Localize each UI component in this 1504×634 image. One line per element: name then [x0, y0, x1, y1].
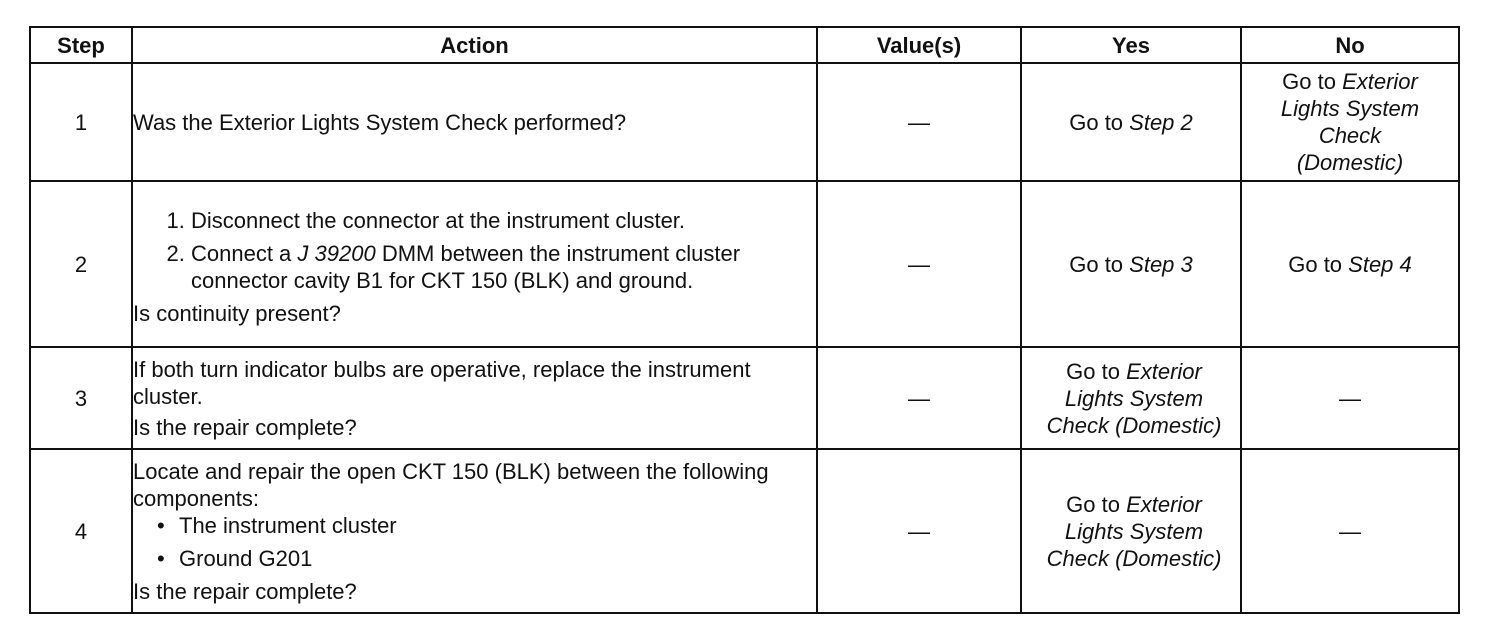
no-cell: Go to Step 4: [1240, 180, 1460, 348]
no-cell: —: [1240, 346, 1460, 450]
yes-prefix: Go to: [1066, 358, 1127, 384]
action-cell: Disconnect the connector at the instrume…: [131, 180, 818, 348]
no-link: Step 4: [1348, 251, 1412, 277]
tool-name: J 39200: [297, 241, 376, 266]
list-item-text: Ground G201: [179, 545, 313, 571]
action-step: Connect a J 39200 DMM between the instru…: [191, 240, 816, 294]
header-row: Step Action Value(s) Yes No: [29, 26, 1460, 64]
value-cell: —: [816, 346, 1022, 450]
yes-link: Exterior Lights System Check (Domestic): [1046, 491, 1222, 571]
yes-cell: Go to Exterior Lights System Check (Dome…: [1020, 346, 1242, 450]
header-action: Action: [131, 26, 818, 64]
yes-link: Step 3: [1129, 251, 1193, 277]
action-cell: If both turn indicator bulbs are operati…: [131, 346, 818, 450]
action-steps: Disconnect the connector at the instrume…: [133, 207, 816, 294]
header-yes: Yes: [1020, 26, 1242, 64]
yes-link: Step 2: [1129, 109, 1193, 135]
table-row: 2 Disconnect the connector at the instru…: [29, 180, 1460, 348]
value-cell: —: [816, 62, 1022, 182]
header-step: Step: [29, 26, 133, 64]
bullet-symbol: •: [157, 545, 165, 571]
value-cell: —: [816, 180, 1022, 348]
action-question: Is the repair complete?: [133, 578, 357, 604]
no-link: Exterior Lights System Check (Domestic): [1280, 69, 1420, 175]
step-number: 4: [29, 448, 133, 614]
action-step-suffix: DMM between the instrument cluster conne…: [191, 241, 741, 293]
bullet-symbol: •: [157, 512, 165, 538]
yes-cell: Go to Exterior Lights System Check (Dome…: [1020, 448, 1242, 614]
step-number: 1: [29, 62, 133, 182]
action-question: Is continuity present?: [133, 301, 341, 326]
table-row: 4 Locate and repair the open CKT 150 (BL…: [29, 448, 1460, 614]
diagnostic-table: Step Action Value(s) Yes No 1 Was the Ex…: [29, 26, 1460, 614]
no-prefix: Go to: [1282, 69, 1343, 94]
action-cell: Was the Exterior Lights System Check per…: [131, 62, 818, 182]
yes-prefix: Go to: [1066, 491, 1127, 517]
header-values: Value(s): [816, 26, 1022, 64]
value-cell: —: [816, 448, 1022, 614]
list-item: • Ground G201: [157, 545, 816, 572]
action-text: Locate and repair the open CKT 150 (BLK)…: [133, 458, 769, 511]
no-cell: —: [1240, 448, 1460, 614]
component-list: • The instrument cluster • Ground G201: [133, 512, 816, 572]
table-row: 1 Was the Exterior Lights System Check p…: [29, 62, 1460, 182]
yes-prefix: Go to: [1069, 251, 1130, 277]
no-cell: Go to Exterior Lights System Check (Dome…: [1240, 62, 1460, 182]
yes-prefix: Go to: [1069, 109, 1130, 135]
table-row: 3 If both turn indicator bulbs are opera…: [29, 346, 1460, 450]
action-cell: Locate and repair the open CKT 150 (BLK)…: [131, 448, 818, 614]
action-question: Is the repair complete?: [133, 414, 357, 440]
yes-link: Exterior Lights System Check (Domestic): [1046, 358, 1222, 438]
step-number: 2: [29, 180, 133, 348]
header-no: No: [1240, 26, 1460, 64]
list-item-text: The instrument cluster: [179, 512, 397, 538]
yes-cell: Go to Step 2: [1020, 62, 1242, 182]
step-number: 3: [29, 346, 133, 450]
list-item: • The instrument cluster: [157, 512, 816, 539]
action-step: Disconnect the connector at the instrume…: [191, 207, 816, 234]
action-text: Was the Exterior Lights System Check per…: [133, 109, 627, 135]
action-step-prefix: Connect a: [191, 241, 298, 266]
no-prefix: Go to: [1288, 251, 1349, 277]
yes-cell: Go to Step 3: [1020, 180, 1242, 348]
action-text: If both turn indicator bulbs are operati…: [133, 356, 751, 409]
